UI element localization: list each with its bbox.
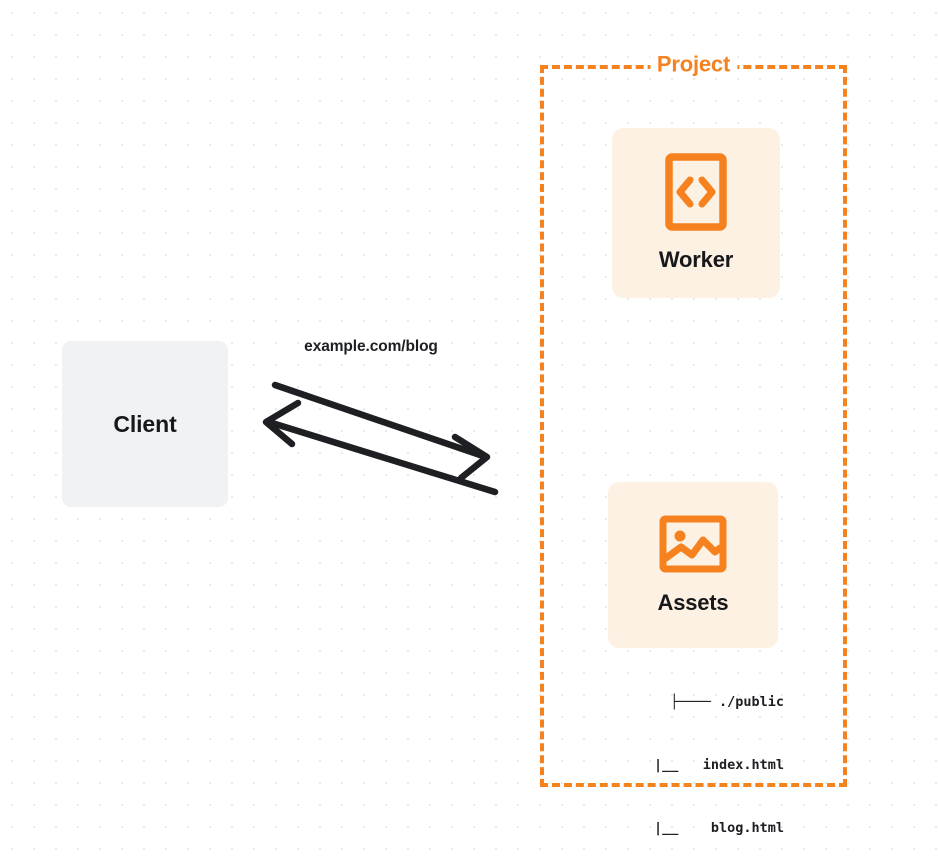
project-title: Project <box>649 51 738 78</box>
tree-row: |__ index.html <box>621 757 784 773</box>
worker-card-label: Worker <box>658 247 734 272</box>
response-arrow <box>262 399 499 496</box>
request-arrow <box>271 381 491 482</box>
code-brackets-icon <box>665 153 727 231</box>
connector-label: example.com/blog <box>304 338 438 355</box>
asset-file-tree: ├──── ./public |__ index.html |__ blog.h… <box>560 650 784 860</box>
project-container: Project <box>540 51 847 787</box>
worker-card[interactable]: Worker <box>612 128 780 298</box>
tree-row: ├──── ./public <box>670 694 784 710</box>
tree-row: |__ blog.html <box>621 820 784 836</box>
assets-card-label: Assets <box>657 590 729 615</box>
image-icon <box>659 514 727 574</box>
client-node[interactable]: Client <box>62 341 228 507</box>
client-node-label: Client <box>113 410 177 437</box>
assets-card[interactable]: Assets <box>608 482 778 648</box>
